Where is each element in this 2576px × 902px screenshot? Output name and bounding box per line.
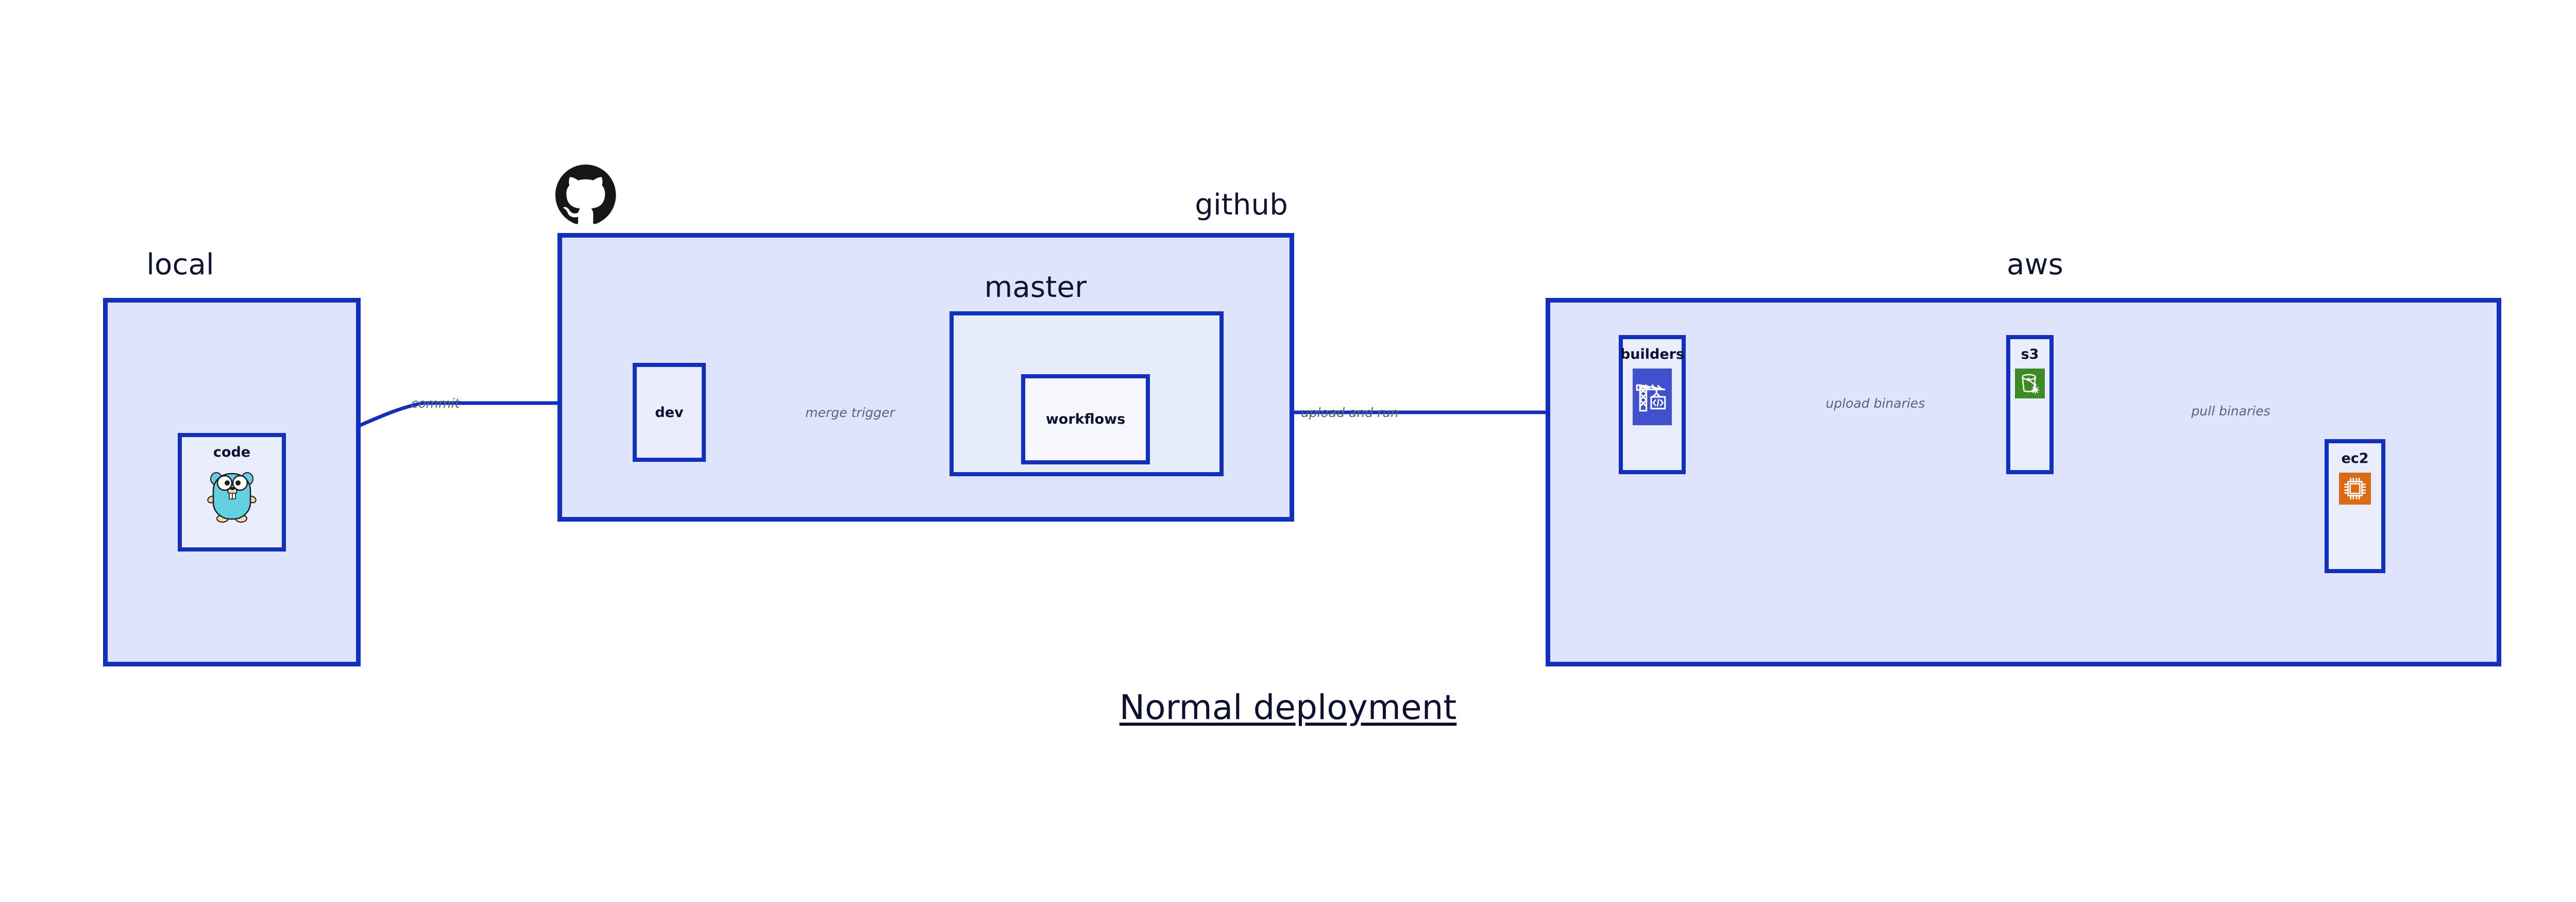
- edge-label-upload-binaries: upload binaries: [1825, 396, 1925, 411]
- edge-label-commit: commit: [411, 396, 460, 411]
- node-label-code: code: [213, 444, 251, 460]
- edge-label-pull-binaries: pull binaries: [2191, 404, 2270, 419]
- node-label-ec2: ec2: [2341, 450, 2369, 466]
- group-label-github: github: [1195, 188, 1288, 222]
- edge-label-merge-trigger: merge trigger: [805, 405, 895, 420]
- node-label-builders: builders: [1620, 346, 1685, 362]
- group-label-aws: aws: [2007, 248, 2063, 281]
- crane-code-icon: [1633, 369, 1672, 425]
- node-s3[interactable]: s3: [2006, 335, 2054, 474]
- cpu-chip-icon: [2339, 473, 2371, 505]
- go-gopher-icon: [204, 464, 260, 524]
- node-label-dev: dev: [655, 404, 684, 421]
- node-code[interactable]: code: [178, 433, 286, 552]
- group-label-local: local: [146, 248, 214, 281]
- node-dev[interactable]: dev: [633, 363, 706, 462]
- node-label-s3: s3: [2021, 346, 2039, 362]
- node-ec2[interactable]: ec2: [2325, 439, 2385, 573]
- s3-bucket-icon: [2015, 369, 2045, 398]
- edge-label-upload-and-run: upload and run: [1300, 405, 1399, 420]
- page-title: Normal deployment: [1119, 688, 1457, 727]
- node-builders[interactable]: builders: [1619, 335, 1686, 474]
- node-workflows[interactable]: workflows: [1021, 374, 1150, 464]
- node-label-workflows: workflows: [1045, 411, 1126, 427]
- github-octocat-logo: [555, 164, 617, 226]
- subgroup-label-master: master: [984, 271, 1087, 304]
